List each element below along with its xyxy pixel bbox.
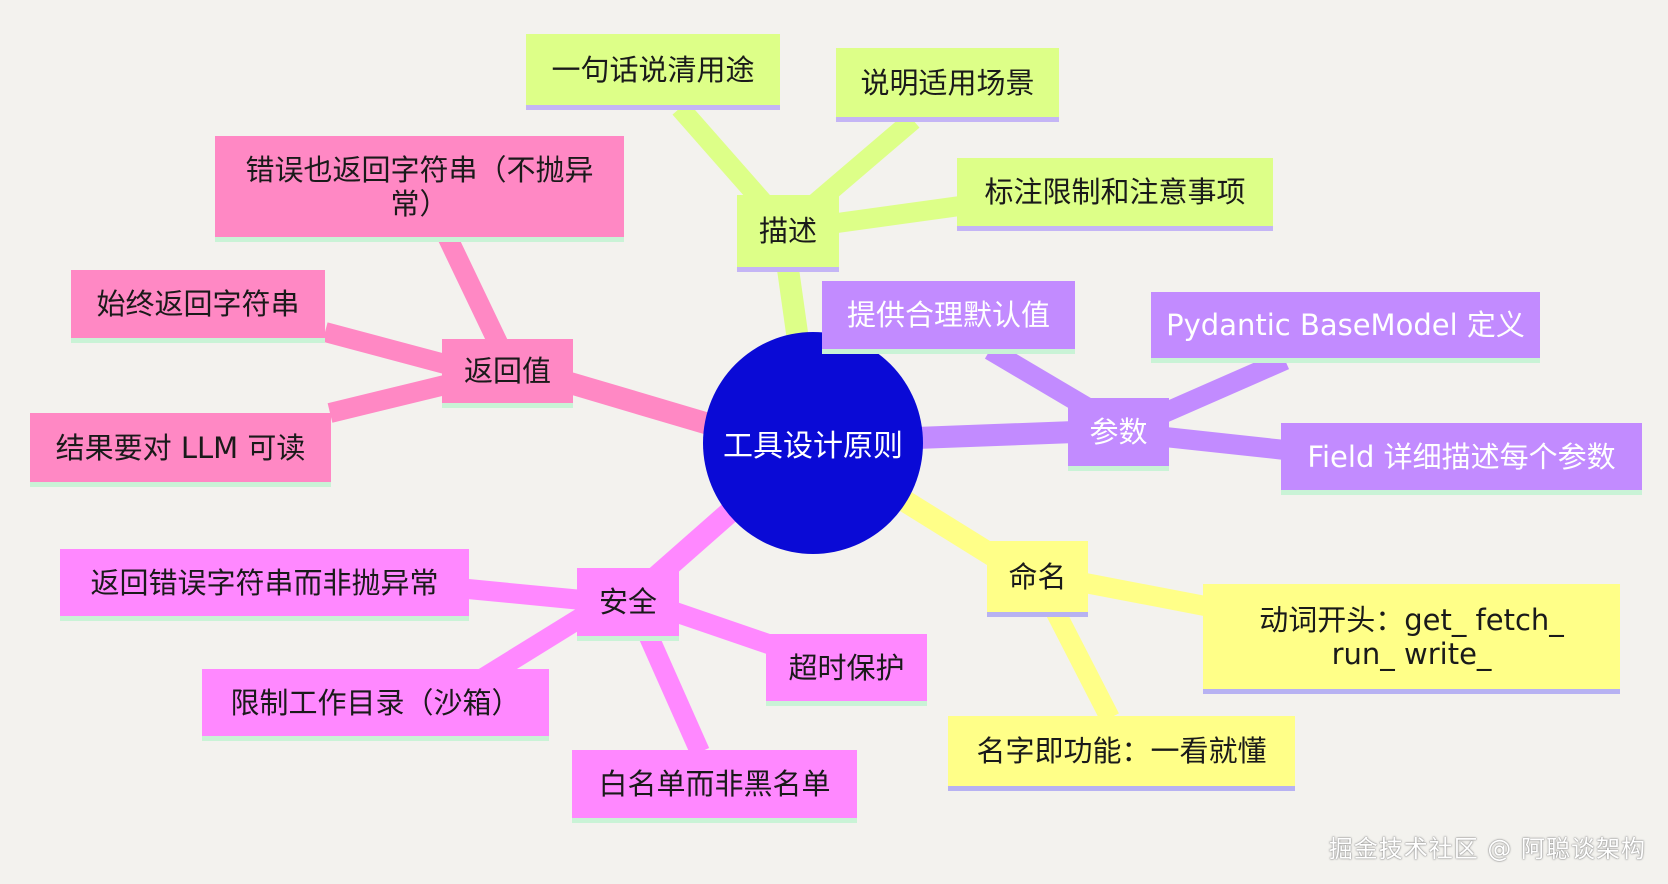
edge-naming-child-1: [1078, 572, 1207, 616]
params-child-field: Field 详细描述每个参数: [1281, 423, 1642, 495]
center-node: 工具设计原则: [703, 332, 923, 554]
edge-return-child-2: [322, 322, 448, 374]
description-child-label: 一句话说清用途: [551, 52, 755, 87]
security-child-label: 超时保护: [788, 650, 905, 685]
security-branch-node: 安全: [577, 568, 679, 641]
return-child-llm-readable: 结果要对 LLM 可读: [30, 413, 331, 487]
naming-child-label: 动词开头：get_ fetch_ run_ write_: [1259, 602, 1564, 671]
edge-return-child-3: [327, 375, 448, 423]
description-branch-label: 描述: [758, 214, 817, 248]
security-child-label: 限制工作目录（沙箱）: [230, 685, 521, 720]
edge-center-return: [566, 372, 716, 436]
return-child-error-string: 错误也返回字符串（不抛异常）: [215, 136, 624, 242]
edge-params-child-3: [1163, 427, 1287, 460]
edge-naming-child-2: [1043, 600, 1119, 723]
center-node-label: 工具设计原则: [723, 429, 903, 464]
description-child-label: 说明适用场景: [860, 65, 1035, 100]
return-child-label: 结果要对 LLM 可读: [55, 430, 306, 465]
security-child-label: 白名单而非黑名单: [598, 767, 831, 801]
description-child-label: 标注限制和注意事项: [984, 175, 1246, 209]
return-child-label: 错误也返回字符串（不抛异常）: [245, 152, 594, 221]
naming-child-label: 名字即功能：一看就懂: [976, 734, 1267, 768]
params-branch-node: 参数: [1068, 398, 1169, 471]
description-branch-node: 描述: [737, 195, 839, 272]
return-branch-node: 返回值: [442, 339, 573, 408]
description-child-scenarios: 说明适用场景: [836, 48, 1059, 122]
description-child-purpose: 一句话说清用途: [526, 34, 780, 110]
naming-branch-label: 命名: [1008, 559, 1067, 594]
params-child-label: 提供合理默认值: [846, 298, 1050, 332]
edge-center-security: [647, 503, 738, 587]
edge-params-child-2: [1150, 350, 1290, 427]
description-child-limits: 标注限制和注意事项: [957, 158, 1273, 231]
edge-center-naming: [894, 488, 1009, 572]
params-child-defaults: 提供合理默认值: [822, 281, 1075, 354]
security-child-whitelist: 白名单而非黑名单: [572, 750, 857, 823]
edge-security-child-2: [474, 603, 596, 689]
security-child-return-error-string: 返回错误字符串而非抛异常: [60, 549, 469, 621]
security-child-sandbox: 限制工作目录（沙箱）: [202, 669, 549, 741]
return-branch-label: 返回值: [463, 354, 551, 388]
edge-description-child-3: [828, 196, 962, 234]
edge-security-child-1: [467, 579, 583, 610]
params-child-label: Pydantic BaseModel 定义: [1166, 308, 1525, 342]
edge-security-child-4: [671, 602, 784, 658]
params-child-pydantic: Pydantic BaseModel 定义: [1151, 292, 1540, 363]
naming-child-name-is-function: 名字即功能：一看就懂: [948, 716, 1295, 791]
watermark: 掘金技术社区 @ 阿聪谈架构: [1328, 835, 1646, 863]
naming-branch-node: 命名: [987, 541, 1088, 617]
naming-child-verb-prefix: 动词开头：get_ fetch_ run_ write_: [1203, 584, 1620, 694]
params-child-label: Field 详细描述每个参数: [1307, 439, 1616, 474]
edge-description-child-2: [803, 112, 920, 216]
security-child-label: 返回错误字符串而非抛异常: [90, 565, 439, 600]
security-child-timeout: 超时保护: [766, 634, 927, 706]
edge-description-child-1: [672, 101, 776, 215]
return-child-always-string: 始终返回字符串: [71, 270, 325, 343]
return-child-label: 始终返回字符串: [96, 287, 300, 321]
security-branch-label: 安全: [598, 585, 657, 619]
edge-security-child-3: [635, 623, 710, 757]
edge-return-child-1: [435, 227, 509, 350]
params-branch-label: 参数: [1089, 415, 1148, 449]
edge-center-params: [915, 421, 1076, 449]
